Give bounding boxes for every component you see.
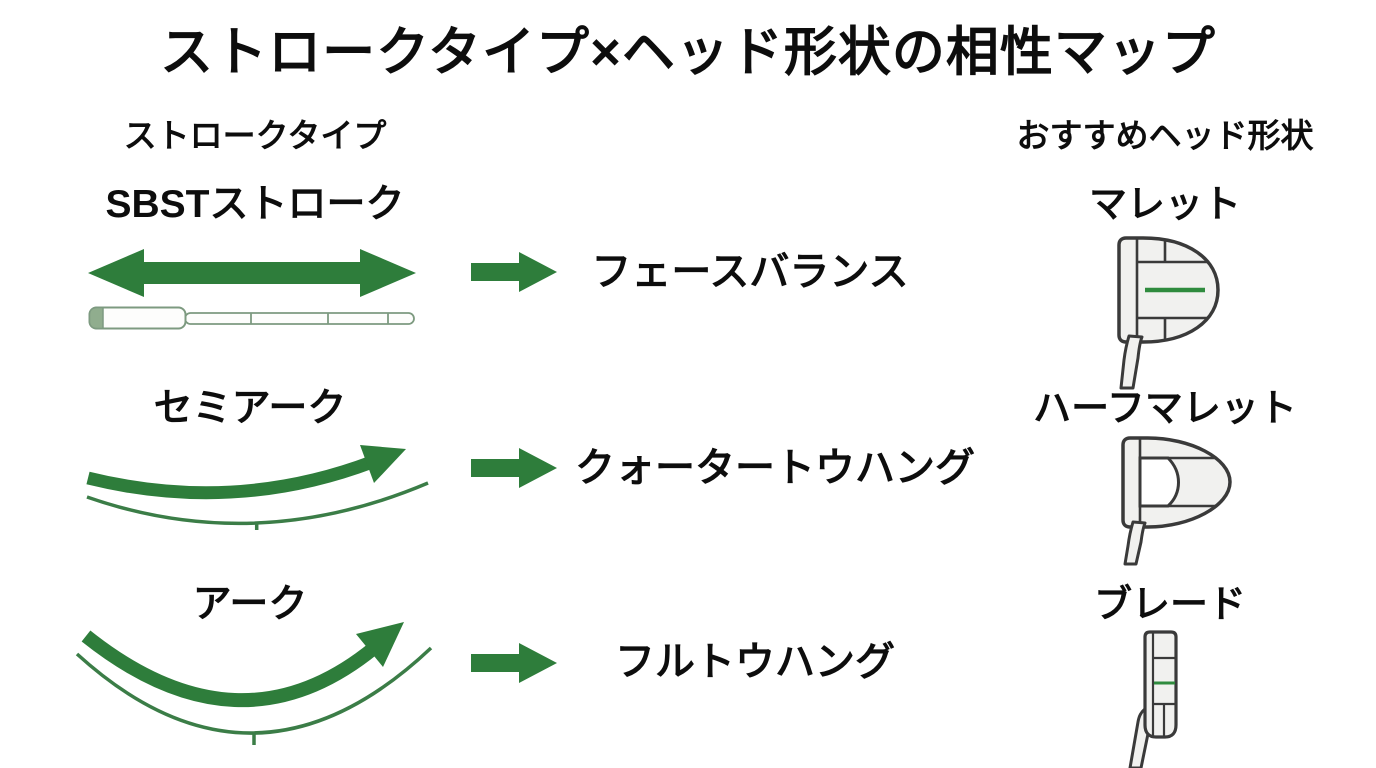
right-arrow-icon <box>471 448 557 488</box>
balance-label-full-toe-hang: フルトウハング <box>615 640 895 684</box>
head-label-half-mallet: ハーフマレット <box>1033 388 1297 430</box>
row-label-arc: アーク <box>192 583 308 626</box>
head-label-mallet: マレット <box>1088 184 1241 226</box>
arc-arrow-icon <box>75 622 433 745</box>
putter-shaft-balance-icon <box>88 306 415 330</box>
column-header-stroke-type: ストロークタイプ <box>123 117 387 154</box>
balance-label-face-balance: フェースバランス <box>591 250 909 294</box>
right-arrow-icon <box>471 643 557 683</box>
blade-putter-icon <box>1128 630 1178 768</box>
semi-arc-arrow-icon <box>86 445 429 530</box>
straight-double-arrow-icon <box>88 249 416 297</box>
mallet-putter-icon <box>1117 236 1220 390</box>
balance-label-quarter-toe-hang: クォータートウハング <box>575 446 975 490</box>
row-label-sbst-stroke: SBSTストローク <box>105 183 405 226</box>
column-header-head-shape: おすすめヘッド形状 <box>1016 117 1314 154</box>
half-mallet-putter-icon <box>1121 436 1232 566</box>
row-label-semi-arc: セミアーク <box>153 387 347 430</box>
head-label-blade: ブレード <box>1093 584 1246 626</box>
page-title: ストロークタイプ×ヘッド形状の相性マップ <box>160 23 1216 82</box>
right-arrow-icon <box>471 252 557 292</box>
